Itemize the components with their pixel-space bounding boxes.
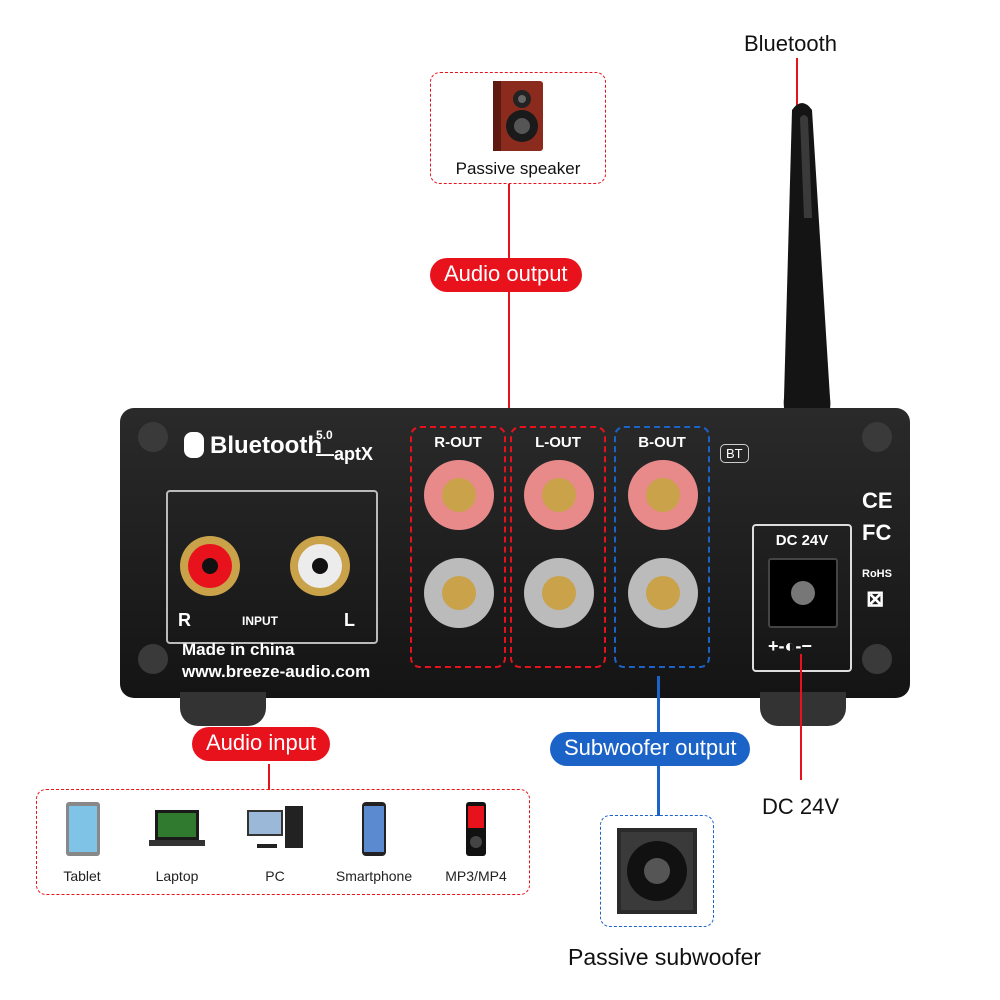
device-label: MP3/MP4 — [445, 868, 507, 884]
binding-post-blue — [628, 558, 698, 628]
input-label: INPUT — [242, 614, 278, 628]
binding-post-black — [524, 558, 594, 628]
binding-post-red — [524, 460, 594, 530]
amplifier-back-panel: Bluetooth 5.0 —aptX R INPUT L Made in ch… — [120, 408, 910, 698]
passive-speaker-label: Passive speaker — [455, 159, 581, 178]
panel-brand: Bluetooth — [210, 432, 322, 459]
device-label: Laptop — [155, 868, 199, 884]
tablet-icon — [66, 802, 100, 856]
binding-post-red — [628, 460, 698, 530]
dc-connector-line — [800, 654, 802, 780]
fc-mark: FC — [862, 520, 892, 545]
foot-right — [760, 692, 846, 726]
audio-input-connector-line — [268, 764, 270, 790]
input-r-label: R — [178, 610, 191, 630]
laptop-icon — [149, 810, 205, 846]
rca-jack-right — [180, 536, 240, 596]
dc-24v-label: DC 24V — [762, 794, 840, 819]
screw-icon — [862, 422, 892, 452]
subwoofer-output-pill: Subwoofer output — [550, 732, 751, 766]
rca-jack-left — [290, 536, 350, 596]
passive-speaker-icon — [493, 81, 543, 151]
binding-post-red — [424, 460, 494, 530]
input-section: R INPUT L — [166, 490, 378, 644]
panel-codec: —aptX — [316, 444, 374, 464]
screw-icon — [862, 644, 892, 674]
smartphone-icon — [362, 802, 386, 856]
l-out-label: L-OUT — [535, 434, 581, 451]
pc-icon — [247, 806, 303, 848]
passive-subwoofer-box — [600, 815, 714, 927]
rohs-mark: RoHS — [862, 568, 892, 580]
screw-icon — [138, 422, 168, 452]
input-l-label: L — [344, 610, 355, 630]
subwoofer-icon — [617, 828, 697, 914]
binding-post-black — [424, 558, 494, 628]
dc-jack-icon — [768, 558, 838, 628]
device-label: PC — [265, 868, 285, 884]
r-out-label: R-OUT — [434, 434, 482, 451]
passive-speaker-box: Passive speaker — [430, 72, 606, 184]
audio-input-pill: Audio input — [192, 727, 331, 761]
audio-output-pill: Audio output — [430, 258, 582, 292]
website-label: www.breeze-audio.com — [182, 662, 371, 681]
l-out-group: L-OUT — [510, 426, 606, 668]
screw-icon — [138, 644, 168, 674]
bt-badge: BT — [720, 444, 749, 463]
dc-panel-label: DC 24V — [775, 532, 829, 549]
b-out-label: B-OUT — [638, 434, 686, 451]
dc-polarity-icon: +-◐-− — [768, 636, 812, 656]
bluetooth-label: Bluetooth — [744, 31, 837, 56]
ce-mark: CE — [862, 488, 893, 513]
source-devices-box: Tablet Laptop PC Smartphone MP3/MP4 — [36, 789, 530, 895]
r-out-group: R-OUT — [410, 426, 506, 668]
b-out-group: B-OUT — [614, 426, 710, 668]
speaker-connector-line — [508, 184, 510, 428]
mp3-player-icon — [466, 802, 486, 856]
device-label: Tablet — [63, 868, 101, 884]
bluetooth-logo-icon — [184, 432, 204, 458]
foot-left — [180, 692, 266, 726]
panel-version: 5.0 — [316, 428, 333, 442]
device-label: Smartphone — [335, 868, 413, 884]
weee-icon: ⊠ — [866, 586, 885, 611]
passive-subwoofer-label: Passive subwoofer — [568, 944, 762, 970]
dc-section: DC 24V +-◐-− — [752, 524, 852, 672]
made-in-label: Made in china — [182, 640, 295, 659]
